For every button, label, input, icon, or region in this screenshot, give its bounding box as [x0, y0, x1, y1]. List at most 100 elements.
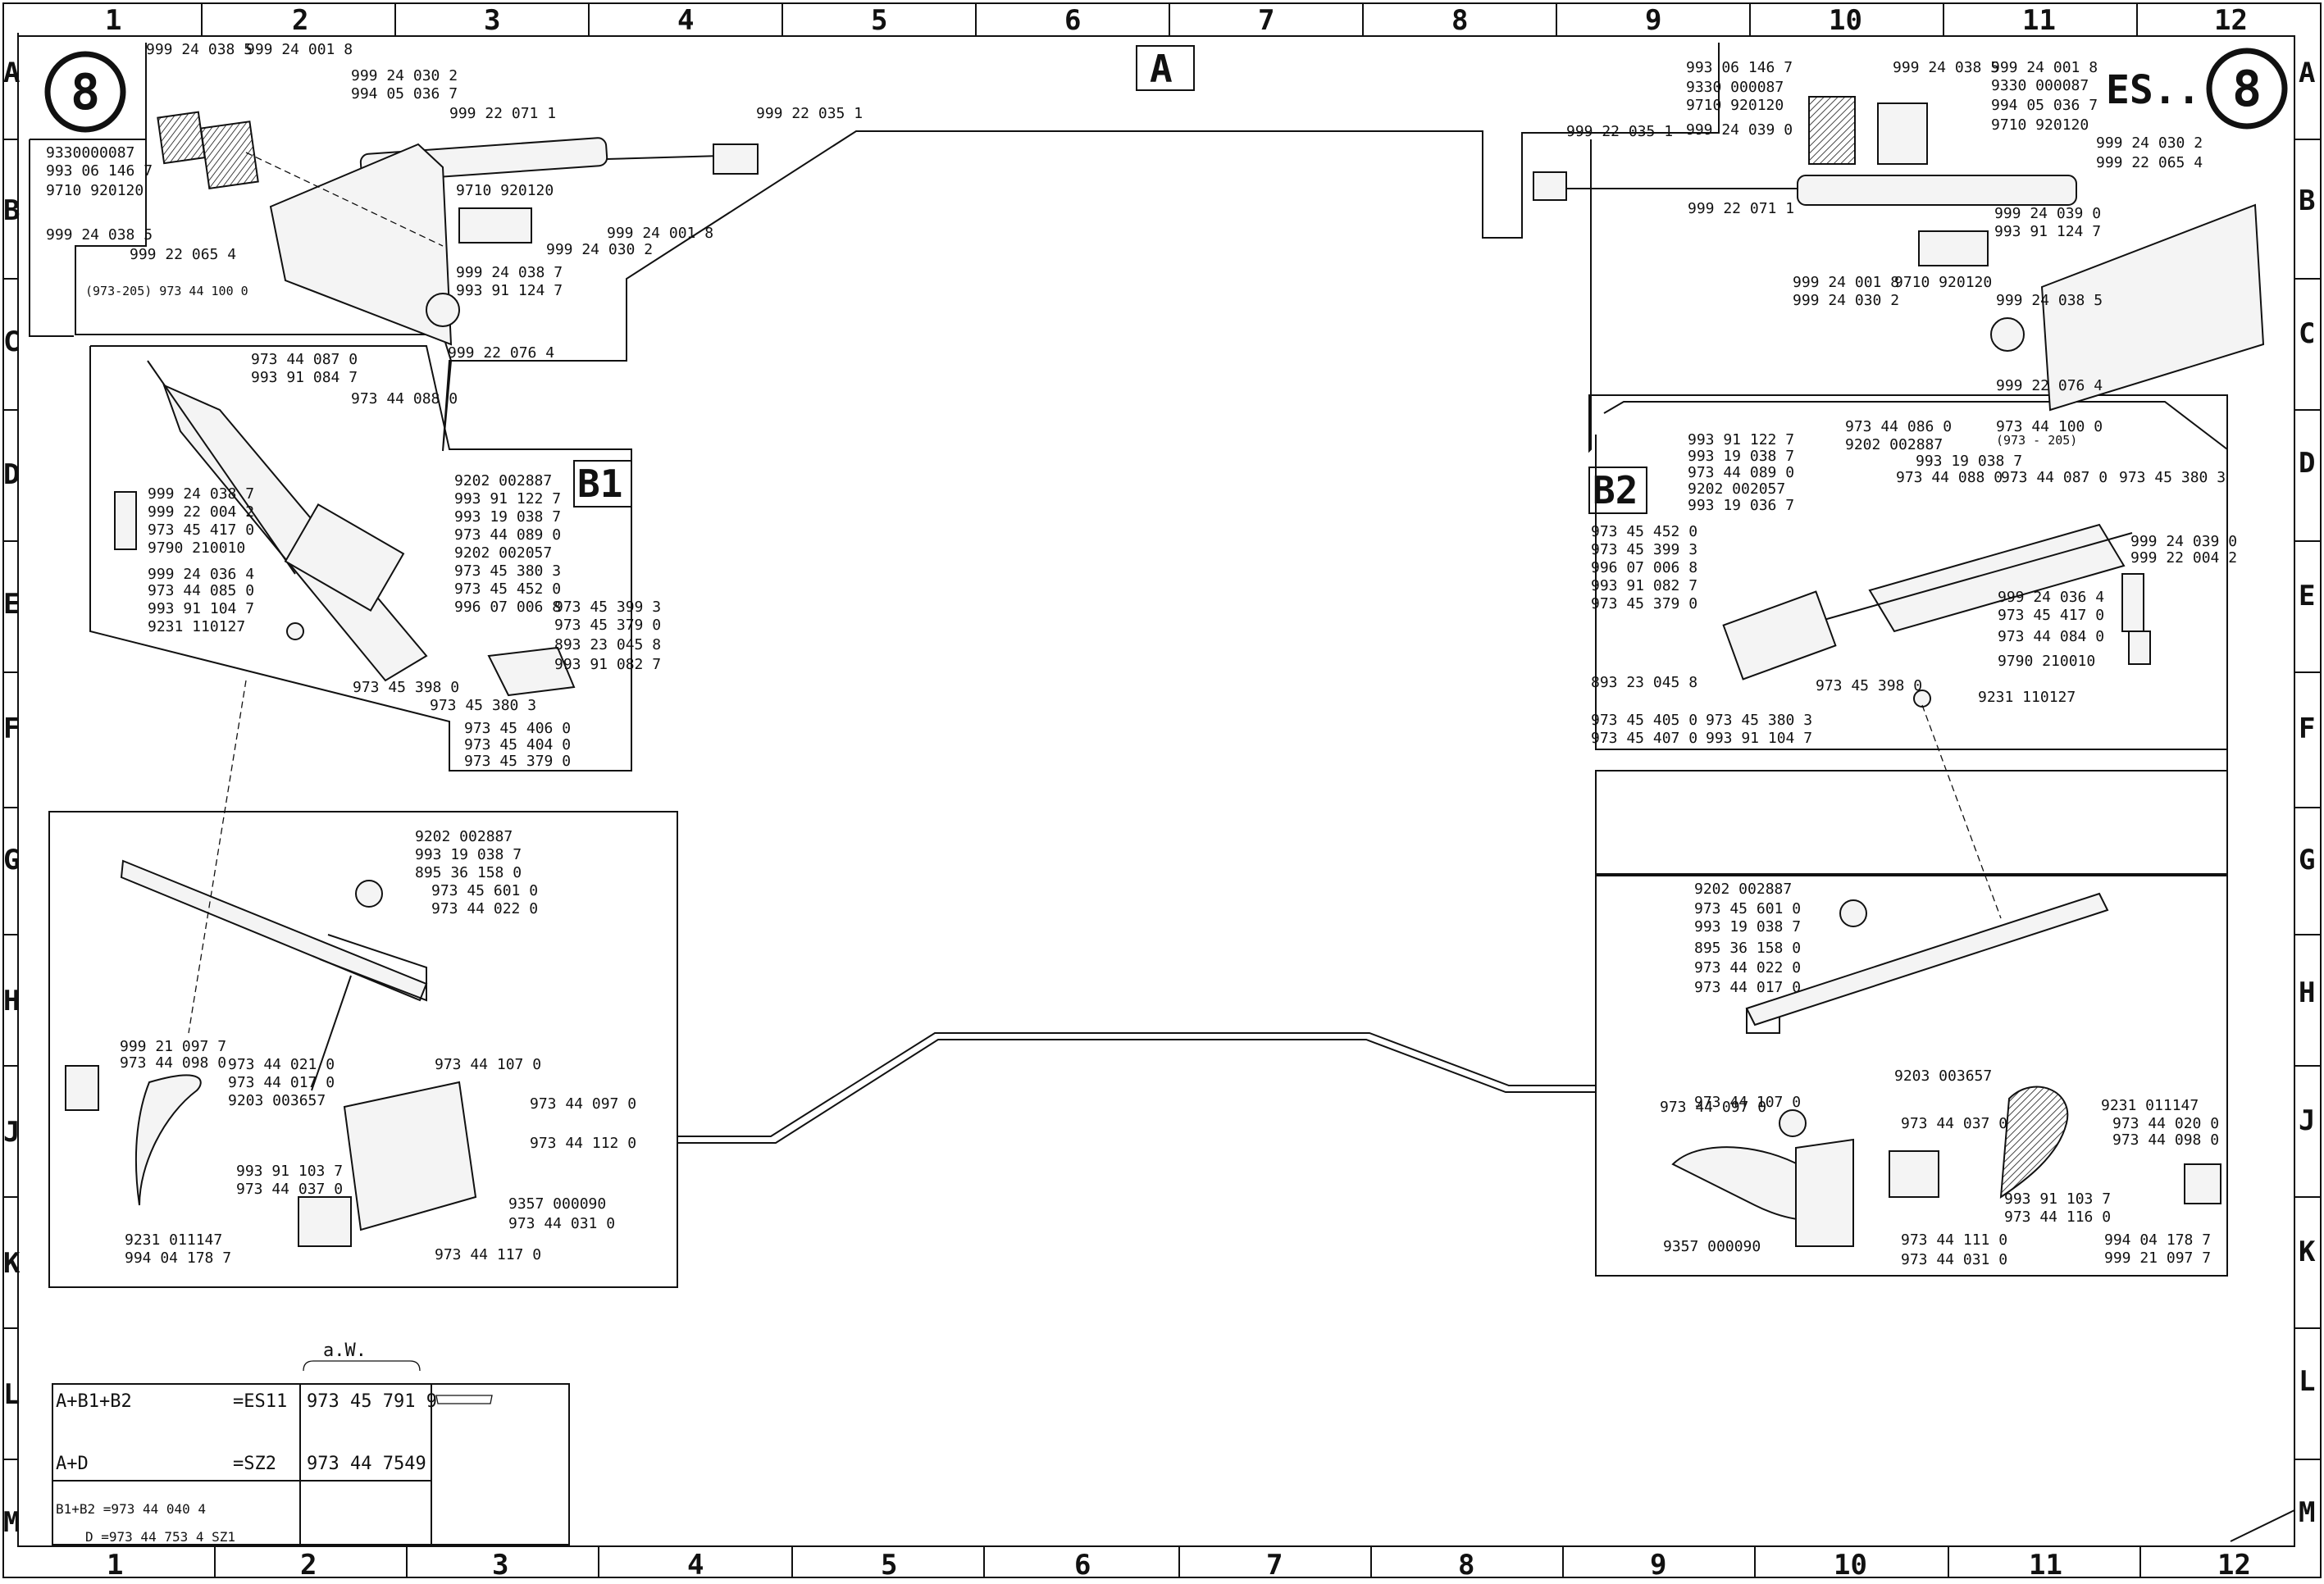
part-label: 999 24 038 7: [456, 264, 563, 281]
row-label-A: A: [3, 57, 20, 89]
part-label: 973 44 112 0: [530, 1135, 636, 1152]
badge-right-number: 8: [2232, 61, 2262, 118]
part-label: 999 24 001 8: [1793, 274, 1899, 291]
row-label-right-E: E: [2299, 580, 2315, 612]
column-ruler-top: 1 2 3 4 5 6 7 8 9 10 11 12: [18, 3, 2294, 37]
part-label: 993 19 038 7: [415, 846, 522, 863]
part-label: 999 24 039 0: [2130, 533, 2237, 550]
section-B1-text: B1: [577, 462, 622, 506]
col-label-3: 3: [484, 4, 500, 37]
part-label: 973 45 452 0: [1591, 523, 1697, 540]
row-label-right-C: C: [2299, 317, 2315, 350]
part-label: 973 44 022 0: [431, 900, 538, 917]
labels-A-right: 993 06 146 7 999 24 038 5 999 24 001 8 9…: [1566, 59, 2203, 448]
part-label: 999 24 036 4: [148, 566, 254, 583]
table-row1-combo: A+B1+B2: [56, 1391, 132, 1412]
part-label: 973 45 452 0: [454, 580, 561, 598]
part-label: 9357 000090: [508, 1195, 606, 1213]
row-label-D: D: [3, 458, 20, 491]
part-label: 973 44 097 0: [1660, 1099, 1766, 1116]
part-label: 973 45 379 0: [554, 617, 661, 634]
part-label: 993 19 038 7: [1694, 918, 1801, 935]
part-label: 993 91 104 7: [1706, 730, 1812, 747]
assembly-G-left: [120, 680, 428, 1034]
part-label: 999 24 036 4: [1998, 589, 2104, 606]
part-label: 895 36 158 0: [415, 864, 522, 881]
part-label: 973 44 107 0: [435, 1056, 541, 1073]
row-label-C: C: [3, 325, 20, 358]
part-label: 9231 011147: [2101, 1097, 2199, 1114]
col-label-2: 2: [292, 4, 308, 37]
part-label: 973 44 116 0: [2004, 1208, 2111, 1226]
part-label: 9330 000087: [1991, 77, 2089, 94]
part-label: 9710 920120: [1686, 97, 1784, 114]
table-row1-symbol: [435, 1395, 493, 1404]
part-label: 9202 002887: [1694, 881, 1792, 898]
part-label: 999 24 001 8: [607, 225, 713, 242]
part-label: 993 91 124 7: [456, 282, 563, 299]
col-label-9: 9: [1645, 4, 1661, 37]
part-label: 973 44 098 0: [2112, 1131, 2219, 1149]
part-label: 996 07 006 8: [1591, 559, 1697, 576]
part-label: 973 45 398 0: [353, 679, 459, 696]
section-A-text: A: [1150, 47, 1173, 91]
row-label-right-K: K: [2299, 1236, 2316, 1268]
part-label: 993 91 084 7: [251, 369, 358, 386]
part-label: 973 44 097 0: [530, 1095, 636, 1113]
part-label: 973 44 037 0: [1901, 1115, 2007, 1132]
row-label-B: B: [3, 194, 20, 227]
part-label: 973 44 089 0: [1688, 464, 1794, 481]
part-label: 973 45 405 0: [1591, 712, 1697, 729]
row-label-right-B: B: [2299, 184, 2315, 217]
part-label: 999 24 030 2: [351, 67, 458, 84]
row-label-M: M: [3, 1506, 20, 1539]
part-label: 9790 210010: [148, 539, 245, 557]
part-label: 973 44 085 0: [148, 582, 254, 599]
section-label-B2: B2: [1588, 467, 1647, 514]
part-label: 973 45 406 0: [464, 720, 571, 737]
col-label-bottom-9: 9: [1650, 1549, 1666, 1581]
part-label: 999 22 004 2: [2130, 549, 2237, 567]
part-label: 994 05 036 7: [351, 85, 458, 102]
row-ruler-right: A B C D E F G H J K L M: [2294, 57, 2321, 1529]
row-label-F: F: [3, 712, 20, 745]
part-label: 973 45 399 3: [1591, 541, 1697, 558]
part-label: 999 22 065 4: [2096, 154, 2203, 171]
part-label: 9202 002887: [1845, 436, 1943, 453]
labels-G-left: 9202 002887 993 19 038 7 895 36 158 0 97…: [415, 828, 538, 917]
part-label: 973 45 417 0: [148, 521, 254, 539]
part-label: 999 24 039 0: [1686, 121, 1793, 139]
row-label-K: K: [3, 1247, 21, 1280]
part-label: 9710 920120: [1894, 274, 1992, 291]
part-label: 9710 920120: [456, 182, 554, 199]
part-label: 993 19 036 7: [1688, 497, 1794, 514]
part-label: 973 44 088 0: [1896, 469, 2003, 486]
part-label: 9790 210010: [1998, 653, 2095, 670]
part-label: 973 45 399 3: [554, 599, 661, 616]
part-label: 994 04 178 7: [2104, 1231, 2211, 1249]
part-label: 973 44 031 0: [1901, 1251, 2007, 1268]
table-row2-part: 973 44 7549: [307, 1454, 426, 1474]
part-label: 999 24 038 5: [1996, 292, 2103, 309]
part-label: 9202 002057: [1688, 480, 1785, 498]
part-label: 973 44 022 0: [1694, 959, 1801, 976]
col-label-bottom-12: 12: [2217, 1549, 2251, 1581]
part-label: 973 45 407 0: [1591, 730, 1697, 747]
part-label: 999 22 071 1: [449, 105, 556, 122]
table-header-aw: a.W.: [323, 1340, 367, 1361]
part-label: 9357 000090: [1663, 1238, 1761, 1255]
labels-A-left: 999 24 038 5 999 24 001 8 999 24 030 2 9…: [46, 41, 863, 362]
part-label: 993 19 038 7: [454, 508, 561, 526]
row-label-right-J: J: [2299, 1104, 2315, 1137]
part-label: 9231 110127: [148, 618, 245, 635]
col-label-10: 10: [1829, 4, 1862, 37]
table-note-1: B1+B2 =973 44 040 4: [56, 1501, 206, 1517]
part-label: 973 45 417 0: [1998, 607, 2104, 624]
part-label: 973 44 017 0: [1694, 979, 1801, 996]
part-label: 893 23 045 8: [554, 636, 661, 653]
part-label: 973 45 380 3: [430, 697, 536, 714]
part-label: 973 44 017 0: [228, 1074, 335, 1091]
part-label: 999 24 030 2: [1793, 292, 1899, 309]
badge-left-number: 8: [71, 64, 100, 121]
part-label: 996 07 006 8: [454, 599, 561, 616]
